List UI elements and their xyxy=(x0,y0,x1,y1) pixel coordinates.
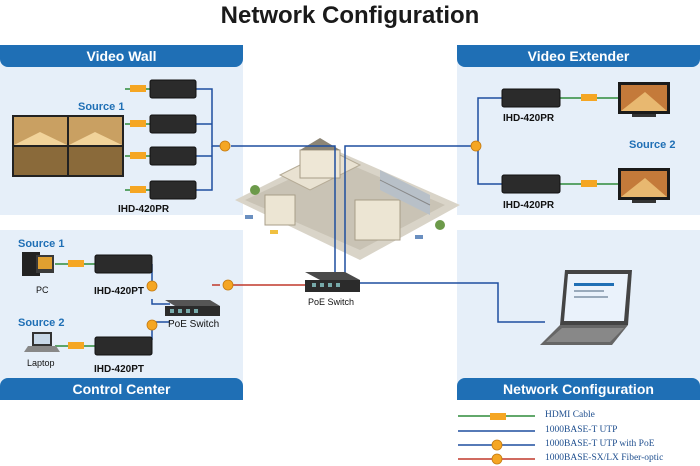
cc-laptop-label: Laptop xyxy=(27,358,55,368)
main-poe-switch-image xyxy=(305,272,360,292)
page-title: Network Configuration xyxy=(220,2,480,29)
legend-utp-label: 1000BASE-T UTP xyxy=(545,425,618,435)
cc-poe-switch-image xyxy=(165,300,220,316)
pc-image xyxy=(22,252,54,276)
cc-transmitter1-label: IHD-420PT xyxy=(94,286,145,297)
video-wall-header: Video Wall xyxy=(0,45,243,67)
extender-receiver-bottom-label: IHD-420PR xyxy=(503,200,555,211)
video-extender-header: Video Extender xyxy=(457,45,700,67)
building-illustration xyxy=(235,138,460,260)
main-poe-switch-label: PoE Switch xyxy=(308,297,355,307)
laptop-image xyxy=(24,332,60,352)
legend-fiber-label: 1000BASE-SX/LX Fiber-optic xyxy=(545,453,664,463)
extender-receiver-top-label: IHD-420PR xyxy=(503,113,555,124)
cc-transmitter2-label: IHD-420PT xyxy=(94,364,145,375)
hdmi-tags xyxy=(68,85,597,349)
tv-displays xyxy=(618,82,670,203)
legend-hdmi-label: HDMI Cable xyxy=(545,410,595,420)
cc-source1-label: Source 1 xyxy=(18,238,65,250)
legend-utp-poe-label: 1000BASE-T UTP with PoE xyxy=(545,439,655,449)
video-wall-source1-label: Source 1 xyxy=(78,101,125,113)
legend-lines xyxy=(458,413,535,465)
video-wall-screens xyxy=(12,115,124,177)
cc-pc-label: PC xyxy=(36,285,49,295)
video-wall-receiver-label: IHD-420PR xyxy=(118,204,170,215)
cc-source2-label: Source 2 xyxy=(18,317,65,329)
cc-poe-switch-label: PoE Switch xyxy=(168,319,220,330)
network-laptop-image xyxy=(540,270,632,345)
control-center-header: Control Center xyxy=(0,378,243,400)
extender-source2-label: Source 2 xyxy=(629,139,676,151)
network-configuration-header: Network Configuration xyxy=(457,378,700,400)
